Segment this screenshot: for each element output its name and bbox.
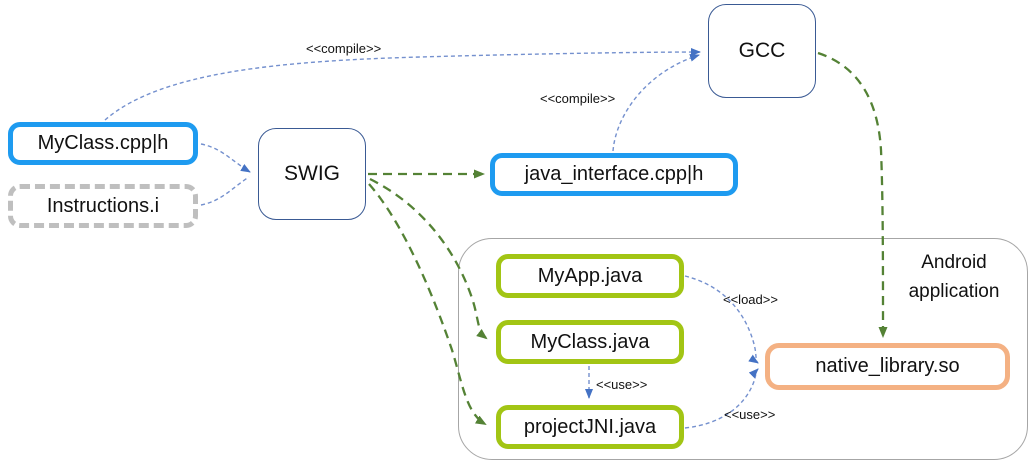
node-myclass-java-label: MyClass.java [530, 330, 650, 353]
node-myclass-cpp-label: MyClass.cpp|h [37, 132, 169, 154]
android-application-label: Android application [888, 249, 1020, 306]
android-application-label-line2: application [908, 280, 1000, 302]
edge-label-compile-top: <<compile>> [306, 41, 382, 56]
edge-label-use-between: <<use>> [596, 377, 648, 392]
node-java-interface-cpp-label: java_interface.cpp|h [524, 163, 704, 185]
node-swig-label: SWIG [284, 162, 340, 185]
node-instructions-i: Instructions.i [8, 184, 198, 228]
node-myapp-java: MyApp.java [496, 254, 684, 298]
node-projectjni-java: projectJNI.java [496, 405, 684, 449]
edge-myclasscpp-to-swig [200, 143, 251, 173]
node-gcc-label: GCC [738, 39, 786, 62]
android-application-label-line1: Android [921, 252, 987, 273]
edge-instructionsi-to-swig [200, 176, 250, 206]
node-native-library-so-label: native_library.so [815, 355, 960, 377]
node-myclass-java: MyClass.java [496, 320, 684, 364]
node-java-interface-cpp: java_interface.cpp|h [490, 153, 738, 196]
edge-label-load: <<load>> [723, 292, 778, 307]
node-myclass-cpp: MyClass.cpp|h [8, 122, 198, 165]
node-swig: SWIG [258, 128, 366, 220]
edge-label-use-right: <<use>> [724, 407, 776, 422]
edge-myclasscpp-to-gcc-compile [104, 48, 701, 121]
node-native-library-so: native_library.so [765, 343, 1010, 390]
edge-javainterface-to-gcc-compile [612, 53, 700, 152]
edge-label-compile-mid: <<compile>> [540, 91, 616, 106]
node-instructions-i-label: Instructions.i [46, 194, 160, 217]
node-gcc: GCC [708, 4, 816, 98]
node-myapp-java-label: MyApp.java [537, 264, 643, 287]
node-projectjni-java-label: projectJNI.java [523, 415, 657, 438]
